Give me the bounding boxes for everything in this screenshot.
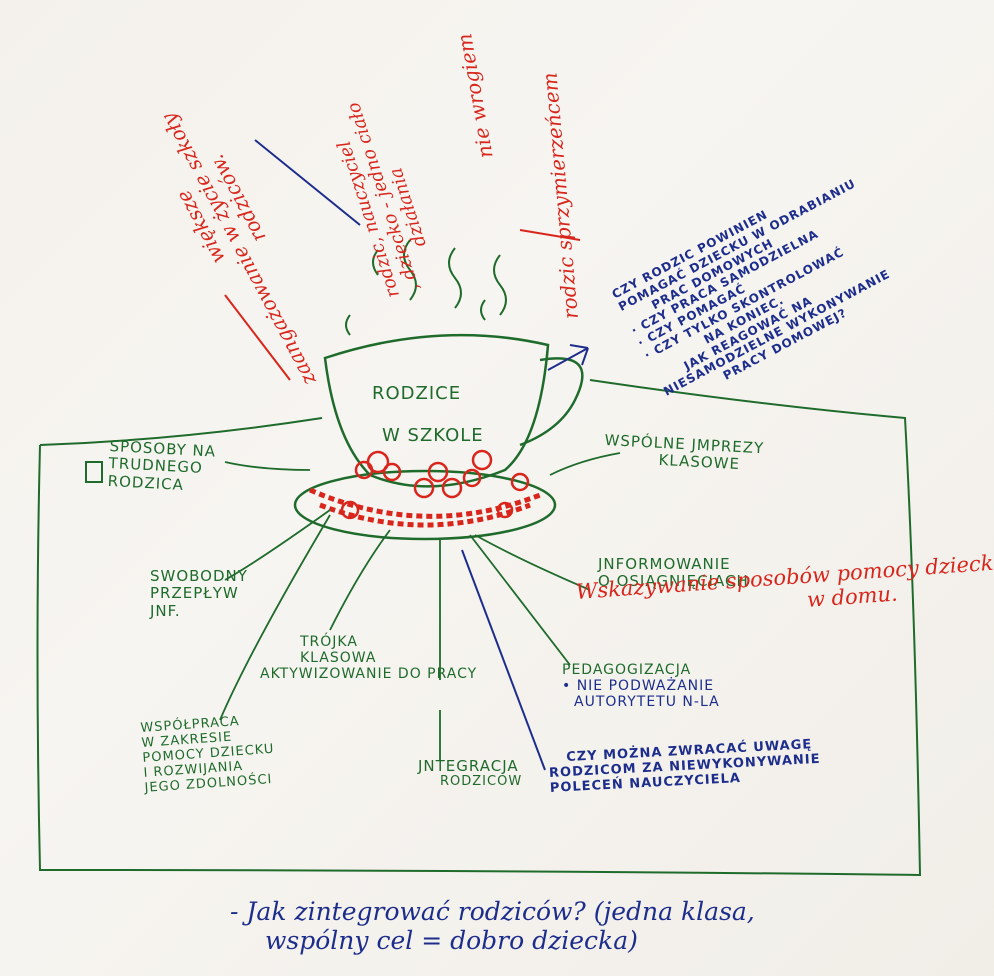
frame-outline — [36, 379, 922, 877]
arrow-icon — [547, 344, 589, 371]
center-title-line2: W SZKOLE — [382, 425, 484, 446]
bottom-note: - Jak zintegrować rodziców? (jedna klasa… — [230, 897, 755, 955]
steam-icon — [345, 239, 507, 336]
flower-decoration-icon — [340, 449, 530, 520]
center-title-line1: RODZICE — [372, 383, 462, 404]
doodle-box-icon — [85, 461, 103, 483]
saucer-icon — [293, 469, 557, 541]
cup-icon — [323, 333, 550, 488]
saucer-red-decoration — [309, 487, 541, 528]
